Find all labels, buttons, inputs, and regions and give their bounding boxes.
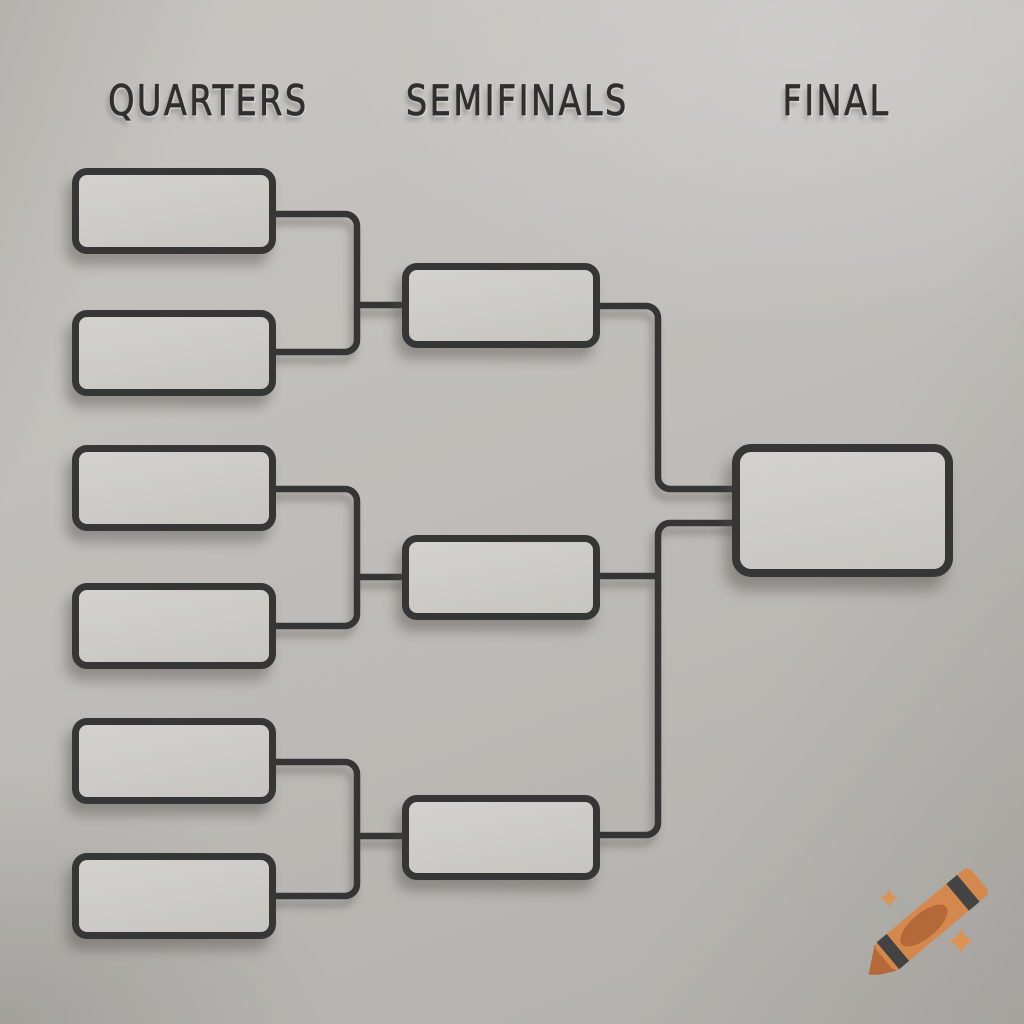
semifinal-slot-2 — [402, 535, 600, 620]
crayon-logo — [868, 868, 988, 975]
quarterfinal-slot-2 — [72, 310, 276, 396]
quarterfinal-slot-6 — [72, 853, 276, 939]
semifinal-slot-1 — [402, 263, 600, 348]
final-slot — [732, 444, 953, 577]
connector-q1-q2 — [270, 210, 361, 356]
sparkle-icon-large — [947, 927, 975, 955]
connector-final-to-lower-semis — [596, 519, 740, 839]
semifinal-slot-3 — [402, 795, 600, 880]
connector-q5-q6 — [270, 758, 361, 900]
quarterfinal-slot-1 — [72, 168, 276, 254]
quarterfinal-slot-5 — [72, 718, 276, 804]
quarterfinal-slot-4 — [72, 583, 276, 669]
connector-q3-q4 — [270, 485, 361, 630]
connector-semifinal-1-to-final — [596, 302, 740, 493]
crayon-icon — [868, 868, 988, 975]
quarterfinal-slot-3 — [72, 445, 276, 531]
sparkle-icon-small — [879, 888, 899, 908]
